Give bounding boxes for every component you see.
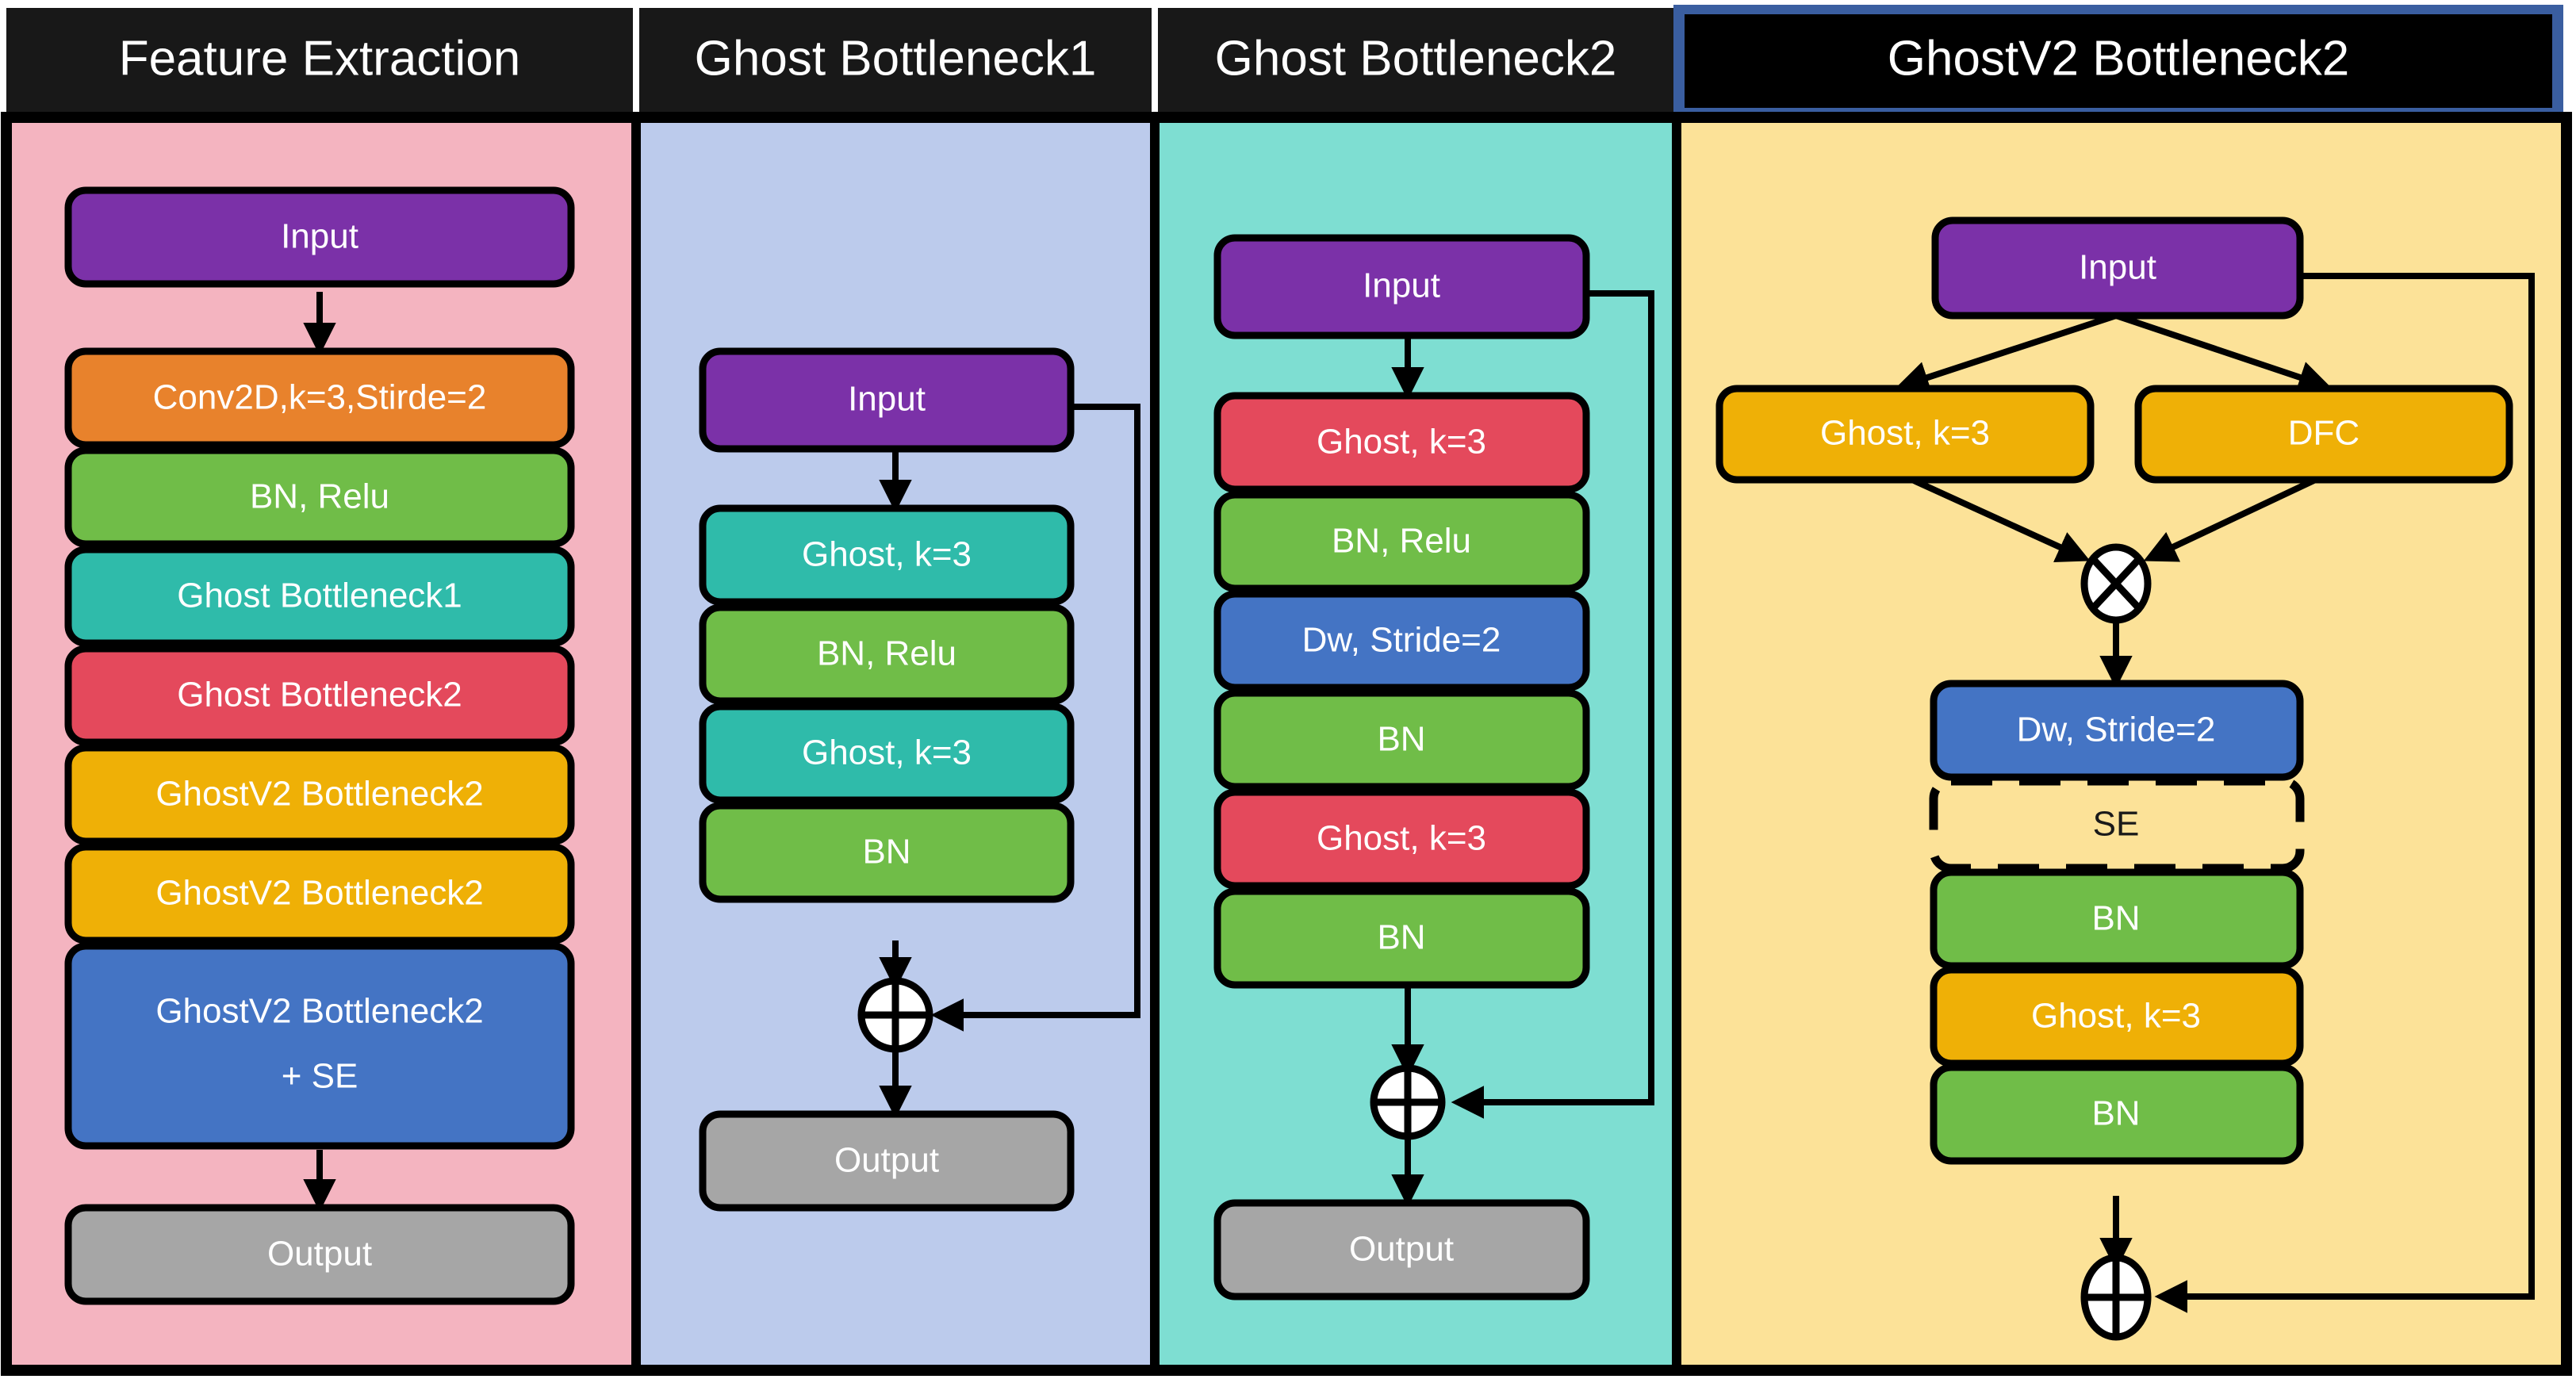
block-fe-ghost-bottleneck1[interactable]	[64, 546, 575, 647]
header-title-ghost-bottleneck2: Ghost Bottleneck2	[1215, 31, 1617, 86]
block-gb1-ghost-2[interactable]	[699, 703, 1075, 804]
block-fe-conv2d-label: Conv2D,k=3,Stirde=2	[153, 378, 487, 417]
block-gv2-input[interactable]	[1931, 216, 2304, 320]
block-gv2-ghost-bottom-label: Ghost, k=3	[2031, 997, 2201, 1036]
block-gv2-bn-2-label: BN	[2091, 1094, 2140, 1133]
block-fe-ghostv2-bottleneck2-se-label-2: + SE	[282, 1057, 358, 1096]
block-gb1-output-label: Output	[834, 1141, 939, 1180]
add-operator-gb2	[1370, 1064, 1446, 1140]
block-gb2-ghost-1[interactable]	[1213, 392, 1590, 493]
add-operator-gv2	[2080, 1254, 2152, 1341]
connector-gv2-input-to-dfc	[2114, 312, 2332, 393]
connector-gv2-ghost-to-multiply	[1902, 473, 2091, 562]
block-gb2-dw[interactable]	[1213, 590, 1590, 691]
block-gb1-ghost-1[interactable]	[699, 504, 1075, 606]
block-gv2-bn-1[interactable]	[1930, 868, 2304, 970]
panel-outlines	[1, 112, 2572, 1376]
block-gb2-input-label: Input	[1363, 266, 1440, 305]
header-bg-ghostv2-bottleneck2	[1685, 14, 2552, 108]
multiply-operator-gv2	[2080, 543, 2152, 624]
block-gb2-bn-relu-label: BN, Relu	[1332, 522, 1471, 561]
column-ghost-bottleneck1: Input Ghost, k=3 BN, Relu Ghost, k=3 BN …	[699, 347, 1140, 1212]
block-fe-output-label: Output	[267, 1235, 372, 1274]
block-fe-bn-relu[interactable]	[64, 446, 575, 548]
block-fe-bn-relu-label: BN, Relu	[250, 477, 389, 516]
block-fe-input-label: Input	[281, 217, 358, 256]
block-gb2-ghost-2[interactable]	[1213, 788, 1590, 890]
block-gb2-bn-2[interactable]	[1213, 887, 1590, 989]
block-gb2-output[interactable]	[1213, 1199, 1590, 1300]
block-gb2-input[interactable]	[1213, 234, 1590, 339]
block-fe-ghostv2-bottleneck2-a-label: GhostV2 Bottleneck2	[155, 775, 483, 814]
header-title-ghostv2-bottleneck2: GhostV2 Bottleneck2	[1888, 31, 2349, 86]
block-gb1-bn-relu-label: BN, Relu	[817, 634, 956, 673]
block-gb2-bn-1[interactable]	[1213, 689, 1590, 791]
block-gv2-dfc-label: DFC	[2288, 414, 2359, 453]
connector-gv2-input-to-ghost	[1896, 312, 2118, 394]
block-gb2-bn-relu[interactable]	[1213, 491, 1590, 592]
header-bands	[6, 5, 2563, 117]
block-gv2-input-label: Input	[2079, 248, 2156, 287]
block-fe-ghostv2-bottleneck2-b-label: GhostV2 Bottleneck2	[155, 874, 483, 913]
header-bg-ghost-bottleneck1	[639, 8, 1152, 114]
block-gb1-bn[interactable]	[699, 802, 1075, 903]
block-gb1-ghost-2-label: Ghost, k=3	[802, 734, 972, 772]
block-gv2-ghost-left-label: Ghost, k=3	[1820, 414, 1990, 453]
block-gb2-ghost-2-label: Ghost, k=3	[1317, 819, 1486, 858]
block-gv2-se[interactable]	[1929, 776, 2305, 873]
header-bg-feature-extraction	[6, 8, 633, 114]
block-gv2-se-label: SE	[2093, 805, 2140, 844]
block-gv2-dw-label: Dw, Stride=2	[2017, 711, 2216, 749]
block-fe-ghost-bottleneck2-label: Ghost Bottleneck2	[177, 676, 462, 714]
block-gb1-bn-label: BN	[862, 833, 910, 871]
skip-connection-gb2	[1451, 290, 1654, 1119]
block-gb2-bn-1-label: BN	[1377, 720, 1425, 759]
header-title-feature-extraction: Feature Extraction	[119, 31, 521, 86]
block-gb1-input-label: Input	[848, 380, 926, 419]
block-gv2-ghost-bottom[interactable]	[1930, 966, 2304, 1067]
block-fe-ghost-bottleneck1-label: Ghost Bottleneck1	[177, 576, 462, 615]
block-gb1-bn-relu[interactable]	[699, 603, 1075, 705]
block-fe-ghostv2-bottleneck2-se[interactable]	[64, 942, 575, 1150]
column-ghost-bottleneck2: Input Ghost, k=3 BN, Relu Dw, Stride=2 B…	[1213, 234, 1654, 1300]
column-ghostv2-bottleneck2: Input Ghost, k=3 DFC Dw, Stride=2 SE BN …	[1715, 216, 2535, 1341]
block-gb2-dw-label: Dw, Stride=2	[1302, 621, 1501, 660]
block-gv2-bn-1-label: BN	[2091, 899, 2140, 938]
block-gb1-output[interactable]	[699, 1110, 1075, 1212]
block-fe-conv2d[interactable]	[64, 347, 575, 449]
block-gv2-dfc[interactable]	[2134, 385, 2513, 484]
skip-connection-gb1	[930, 404, 1140, 1032]
skip-connection-gv2	[2154, 273, 2535, 1313]
connector-gv2-dfc-to-multiply	[2143, 473, 2325, 562]
block-fe-ghostv2-bottleneck2-b[interactable]	[64, 843, 575, 944]
block-gv2-bn-2[interactable]	[1930, 1063, 2304, 1165]
block-gb2-output-label: Output	[1349, 1230, 1454, 1269]
block-fe-ghostv2-bottleneck2-a[interactable]	[64, 744, 575, 845]
block-gb2-bn-2-label: BN	[1377, 918, 1425, 957]
block-fe-input[interactable]	[64, 186, 575, 288]
header-title-ghost-bottleneck1: Ghost Bottleneck1	[695, 31, 1097, 86]
header-bg-ghost-bottleneck2	[1158, 8, 1673, 114]
column-feature-extraction: Input Conv2D,k=3,Stirde=2 BN, Relu Ghost…	[64, 186, 575, 1305]
block-gv2-ghost-left[interactable]	[1715, 385, 2095, 484]
block-fe-ghostv2-bottleneck2-se-label-1: GhostV2 Bottleneck2	[155, 992, 483, 1031]
block-gb2-ghost-1-label: Ghost, k=3	[1317, 423, 1486, 462]
add-operator-gb1	[857, 977, 933, 1053]
block-fe-output[interactable]	[64, 1204, 575, 1305]
block-gb1-input[interactable]	[699, 347, 1075, 453]
block-gb1-ghost-1-label: Ghost, k=3	[802, 535, 972, 574]
block-fe-ghost-bottleneck2[interactable]	[64, 645, 575, 746]
